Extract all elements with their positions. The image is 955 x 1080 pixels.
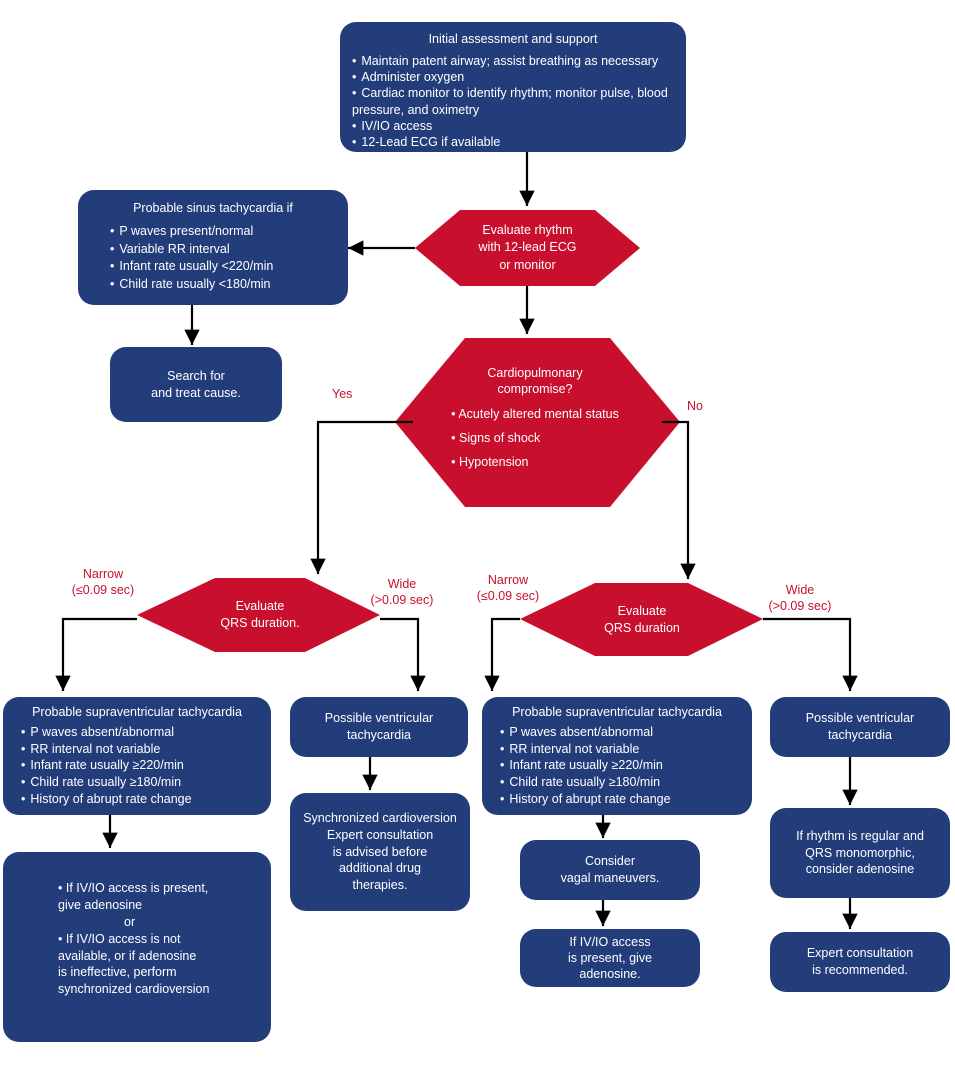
compromise-hexagon — [395, 338, 680, 507]
arrow-yes — [310, 420, 413, 574]
svt-right-title: Probable supraventricular tachycardia — [512, 705, 722, 719]
compromise-list: • Acutely altered mental status • Signs … — [451, 403, 619, 474]
list-item: P waves absent/abnormal — [21, 724, 261, 741]
evaluate-rhythm-text: Evaluate rhythm with 12-lead ECG or moni… — [478, 222, 577, 272]
arrow-narrow-right — [484, 617, 520, 691]
arrow-wide-right — [763, 617, 858, 691]
list-item: History of abrupt rate change — [500, 791, 742, 808]
list-item: Cardiac monitor to identify rhythm; moni… — [352, 85, 674, 118]
svt-left-list: P waves absent/abnormal RR interval not … — [21, 724, 261, 808]
list-item: • Hypotension — [451, 454, 529, 469]
arrow-narrow-left — [55, 617, 137, 691]
list-item: • Signs of shock — [451, 431, 541, 445]
no-label: No — [687, 399, 703, 413]
wide-left-label: Wide (>0.09 sec) — [370, 577, 434, 608]
list-item: P waves present/normal — [110, 223, 334, 241]
expert-consultation-box: Expert consultation is recommended. — [770, 932, 950, 992]
sinus-tachycardia-title: Probable sinus tachycardia if — [133, 201, 293, 215]
adenosine-left-line1: • If IV/IO access is present, give adeno… — [58, 881, 209, 912]
qrs-left-hexagon — [137, 578, 380, 652]
list-item: P waves absent/abnormal — [500, 724, 742, 741]
evaluate-rhythm-hexagon — [415, 210, 640, 286]
vagal-box: Consider vagal maneuvers. — [520, 840, 700, 900]
sinus-tachycardia-list: P waves present/normal Variable RR inter… — [110, 223, 334, 294]
svt-right-box: Probable supraventricular tachycardia P … — [482, 697, 752, 815]
list-item: Child rate usually <180/min — [110, 276, 334, 294]
vt-left-box: Possible ventricular tachycardia — [290, 697, 468, 757]
vt-right-box: Possible ventricular tachycardia — [770, 697, 950, 757]
initial-assessment-title: Initial assessment and support — [428, 32, 598, 46]
list-item: • Acutely altered mental status — [451, 407, 619, 422]
cardioversion-box: Synchronized cardioversion Expert consul… — [290, 793, 470, 911]
qrs-right-text: Evaluate QRS duration — [604, 603, 680, 636]
qrs-right-hexagon — [520, 583, 763, 656]
list-item: RR interval not variable — [500, 741, 742, 758]
narrow-left-label: Narrow (≤0.09 sec) — [71, 567, 135, 598]
regular-rhythm-box: If rhythm is regular and QRS monomorphic… — [770, 808, 950, 898]
svt-left-box: Probable supraventricular tachycardia P … — [3, 697, 271, 815]
arrow-wide-left — [380, 617, 426, 691]
search-cause-box: Search for and treat cause. — [110, 347, 282, 422]
list-item: History of abrupt rate change — [21, 791, 261, 808]
wide-right-label: Wide (>0.09 sec) — [768, 583, 832, 614]
adenosine-left-or: or — [124, 914, 136, 929]
initial-assessment-box: Initial assessment and support Maintain … — [340, 22, 686, 152]
narrow-right-label: Narrow (≤0.09 sec) — [476, 573, 540, 604]
qrs-left-text: Evaluate QRS duration. — [220, 598, 300, 631]
list-item: Infant rate usually ≥220/min — [500, 757, 742, 774]
adenosine-left-box: • If IV/IO access is present, give adeno… — [3, 852, 271, 1042]
list-item: Infant rate usually <220/min — [110, 258, 334, 276]
sinus-tachycardia-box: Probable sinus tachycardia if P waves pr… — [78, 190, 348, 305]
adenosine-left-line2: • If IV/IO access is not available, or i… — [58, 931, 210, 997]
list-item: Child rate usually ≥180/min — [21, 774, 261, 791]
adenosine-right-box: If IV/IO access is present, give adenosi… — [520, 929, 700, 987]
list-item: Child rate usually ≥180/min — [500, 774, 742, 791]
svt-left-title: Probable supraventricular tachycardia — [32, 705, 242, 719]
list-item: Infant rate usually ≥220/min — [21, 757, 261, 774]
list-item: 12-Lead ECG if available — [352, 134, 674, 150]
list-item: IV/IO access — [352, 118, 674, 134]
initial-assessment-list: Maintain patent airway; assist breathing… — [352, 53, 674, 151]
list-item: Maintain patent airway; assist breathing… — [352, 53, 674, 69]
list-item: Variable RR interval — [110, 241, 334, 259]
list-item: RR interval not variable — [21, 741, 261, 758]
yes-label: Yes — [332, 387, 353, 401]
svt-right-list: P waves absent/abnormal RR interval not … — [500, 724, 742, 808]
compromise-title: Cardiopulmonary compromise? — [487, 366, 583, 396]
arrow-no — [662, 420, 696, 579]
compromise-text: Cardiopulmonary compromise? • Acutely al… — [440, 366, 630, 484]
list-item: Administer oxygen — [352, 69, 674, 85]
